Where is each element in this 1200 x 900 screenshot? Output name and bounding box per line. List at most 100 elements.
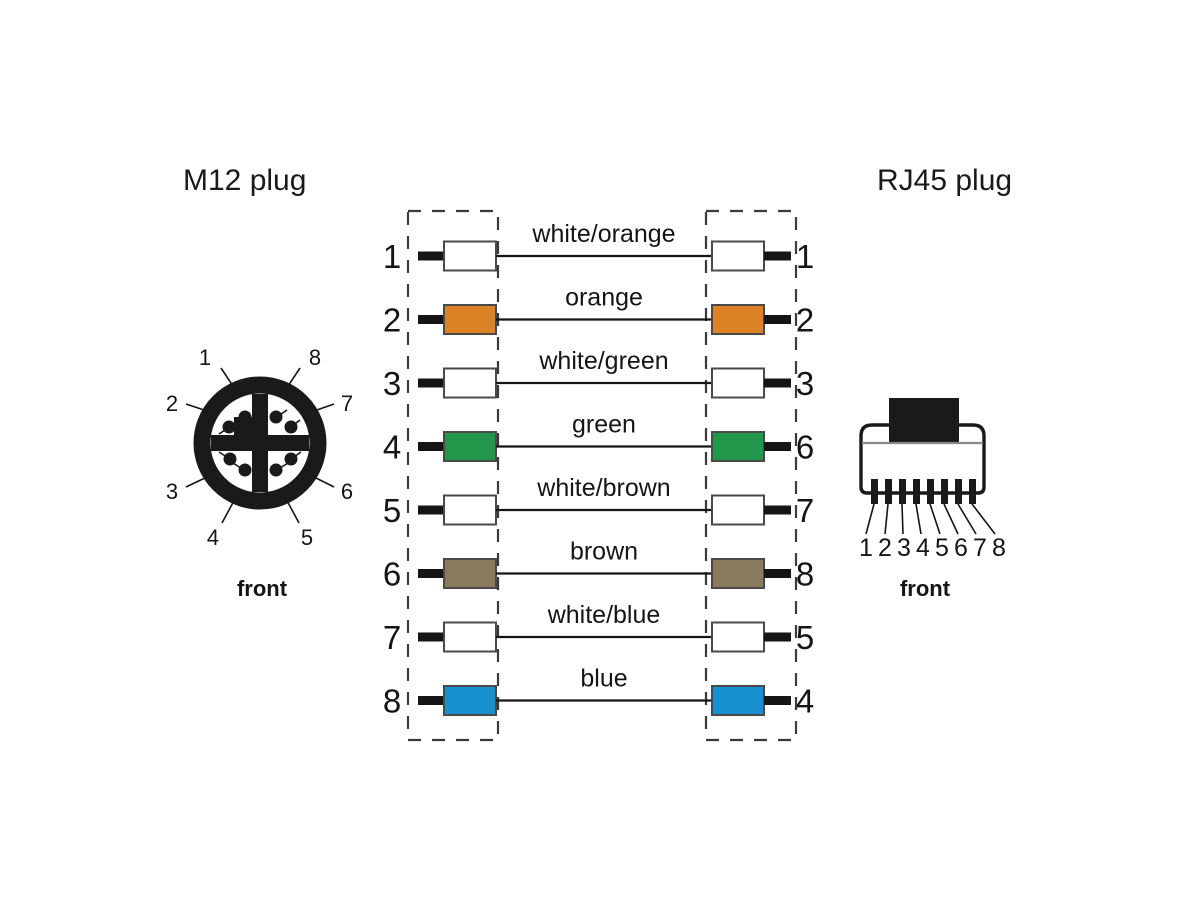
wire-row: 1 1 white/orange <box>383 220 814 275</box>
right-wire-color-block <box>711 367 765 399</box>
right-wire-color-block <box>711 685 765 716</box>
rj45-contact-2 <box>885 479 892 504</box>
left-termination-box <box>406 209 500 742</box>
rj45-pin-label-6: 6 <box>954 534 968 562</box>
right-wire-color-block <box>711 621 765 653</box>
left-pin-number: 4 <box>383 429 401 466</box>
rj45-leader-1 <box>865 503 875 535</box>
m12-leader-6 <box>313 476 335 488</box>
left-pin-number: 3 <box>383 365 401 402</box>
rj45-contact-7 <box>955 479 962 504</box>
rj45-contact-5 <box>927 479 934 504</box>
m12-pin-label-8: 8 <box>309 345 321 370</box>
wire-color-label: white/blue <box>547 601 661 629</box>
right-wire-color-block <box>711 558 765 589</box>
m12-pin-dot-5 <box>269 463 283 477</box>
m12-pin-label-7: 7 <box>341 391 353 416</box>
m12-pin-label-3: 3 <box>166 479 178 504</box>
right-pin-number: 1 <box>796 238 814 275</box>
left-wire-color-block <box>443 240 497 272</box>
rj45-connector-graphic: 1 2 3 4 5 6 7 8 front <box>859 398 1006 601</box>
left-wire-color-block <box>443 621 497 653</box>
m12-pin-dot-3 <box>223 452 237 466</box>
rj45-contact-3 <box>899 479 906 504</box>
wire-row: 7 5 white/blue <box>383 601 814 656</box>
left-wire-color-block <box>443 558 497 589</box>
rj45-leader-6 <box>943 503 959 535</box>
rj45-pin-label-7: 7 <box>973 534 987 562</box>
right-pin-number: 8 <box>796 556 814 593</box>
rj45-leader-3 <box>901 503 904 535</box>
rj45-latch-tab-overlay <box>889 398 959 443</box>
left-wire-color-block <box>443 367 497 399</box>
m12-leader-7 <box>313 403 335 412</box>
left-pin-number: 1 <box>383 238 401 275</box>
rj45-pin-label-1: 1 <box>859 534 873 562</box>
m12-pin-dot-1 <box>238 410 252 424</box>
left-wire-color-block <box>443 494 497 526</box>
wire-color-label: white/orange <box>531 220 675 248</box>
wire-rows: 1 1 white/orange 2 2 orange 3 3 white/green 4 6 gre… <box>383 220 814 720</box>
left-pin-number: 8 <box>383 683 401 720</box>
right-pin-number: 3 <box>796 365 814 402</box>
m12-plug-title: M12 plug <box>183 164 306 197</box>
m12-pin-dot-6 <box>284 452 298 466</box>
wire-row: 3 3 white/green <box>383 347 814 402</box>
rj45-contact-1 <box>871 479 878 504</box>
m12-pin-label-5: 5 <box>301 525 313 550</box>
m12-pin-label-2: 2 <box>166 391 178 416</box>
rj45-leader-2 <box>884 503 889 535</box>
right-wire-color-block <box>711 431 765 462</box>
rj45-pin-label-4: 4 <box>916 534 930 562</box>
wire-row: 4 6 green <box>383 411 814 466</box>
m12-leader-3 <box>185 476 208 488</box>
wire-row: 8 4 blue <box>383 665 814 720</box>
wire-color-label: orange <box>565 284 643 312</box>
rj45-leader-7 <box>957 503 977 535</box>
left-pin-number: 5 <box>383 492 401 529</box>
right-pin-number: 2 <box>796 302 814 339</box>
rj45-contact-8 <box>969 479 976 504</box>
m12-leader-4 <box>221 496 237 524</box>
wire-row: 2 2 orange <box>383 284 814 339</box>
m12-pin-label-1: 1 <box>199 345 211 370</box>
rj45-pin-label-8: 8 <box>992 534 1006 562</box>
left-wire-color-block <box>443 431 497 462</box>
right-wire-color-block <box>711 304 765 335</box>
rj45-contact-6 <box>941 479 948 504</box>
right-pin-number: 6 <box>796 429 814 466</box>
right-pin-number: 5 <box>796 619 814 656</box>
m12-leader-1 <box>220 367 238 393</box>
m12-pin-label-6: 6 <box>341 479 353 504</box>
m12-leader-2 <box>185 403 208 412</box>
rj45-contact-4 <box>913 479 920 504</box>
left-pin-number: 7 <box>383 619 401 656</box>
wire-color-label: white/green <box>538 347 668 375</box>
right-pin-number: 7 <box>796 492 814 529</box>
left-wire-color-block <box>443 685 497 716</box>
wire-color-label: green <box>572 411 636 439</box>
m12-leader-5 <box>284 496 300 524</box>
right-termination-box <box>704 209 798 742</box>
rj45-pin-label-3: 3 <box>897 534 911 562</box>
m12-pin-dot-4 <box>238 463 252 477</box>
m12-leader-8 <box>283 367 301 393</box>
rj45-front-label: front <box>900 576 951 601</box>
rj45-pin-label-2: 2 <box>878 534 892 562</box>
m12-cross-horizontal <box>211 435 309 451</box>
right-pin-number: 4 <box>796 683 814 720</box>
rj45-leader-4 <box>915 503 922 535</box>
rj45-pin-label-5: 5 <box>935 534 949 562</box>
left-pin-number: 2 <box>383 302 401 339</box>
m12-pin-dot-8 <box>269 410 283 424</box>
rj45-plug-title: RJ45 plug <box>877 164 1012 197</box>
right-wire-color-block <box>711 494 765 526</box>
m12-front-label: front <box>237 576 288 601</box>
wire-color-label: blue <box>580 665 627 693</box>
left-pin-number: 6 <box>383 556 401 593</box>
m12-connector-graphic: 1 2 3 4 5 6 7 8 front <box>166 345 353 601</box>
m12-pin-dot-2 <box>222 420 236 434</box>
